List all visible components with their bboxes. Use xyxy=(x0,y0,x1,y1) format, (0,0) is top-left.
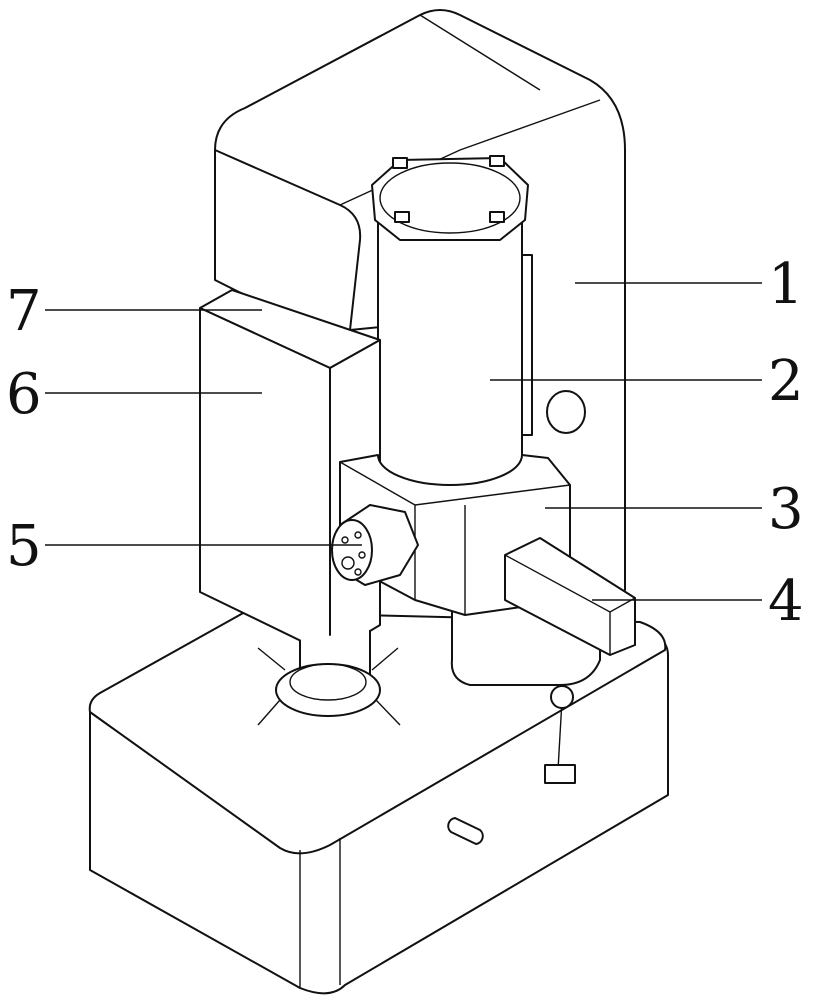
label-4: 4 xyxy=(768,569,804,634)
base-pin xyxy=(447,817,484,845)
label-5: 5 xyxy=(6,514,42,579)
leader-lines xyxy=(45,282,762,601)
handwheel xyxy=(257,647,401,726)
label-6: 6 xyxy=(6,362,42,427)
label-1: 1 xyxy=(768,252,804,317)
label-3: 3 xyxy=(768,477,804,542)
label-2: 2 xyxy=(768,349,804,414)
lever xyxy=(544,685,576,784)
arm xyxy=(504,537,636,656)
dial xyxy=(546,390,586,434)
label-7: 7 xyxy=(6,279,42,344)
knob xyxy=(331,504,419,586)
cylinder xyxy=(371,155,529,511)
